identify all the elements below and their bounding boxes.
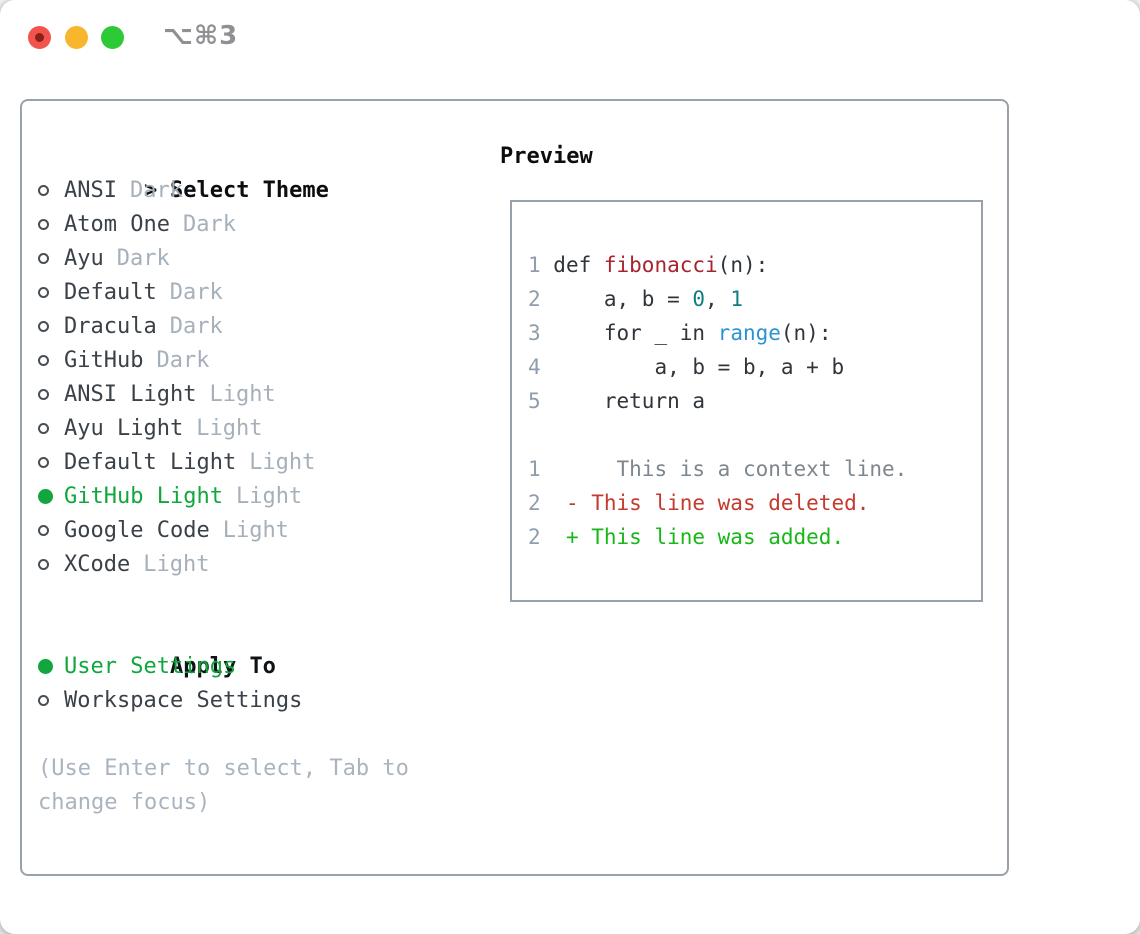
- theme-option-ansi[interactable]: ANSI Dark: [38, 174, 409, 208]
- theme-name: ANSI Light: [64, 382, 197, 407]
- radio-icon: [38, 514, 64, 548]
- hint-line-1: (Use Enter to select, Tab to: [38, 756, 409, 781]
- theme-name: Dracula: [64, 314, 157, 339]
- theme-name: Ayu: [64, 246, 104, 271]
- theme-variant-tag: Light: [222, 518, 289, 543]
- theme-name: ANSI: [64, 178, 117, 203]
- theme-name: Ayu Light: [64, 416, 184, 441]
- close-icon: [35, 33, 44, 42]
- code-block: 1 def fibonacci(n): 2 a, b = 0, 1 3 for _ …: [528, 248, 981, 554]
- theme-option-github-light[interactable]: GitHub Light Light: [38, 480, 409, 514]
- theme-variant-tag: Dark: [116, 246, 170, 271]
- radio-icon: [38, 412, 64, 446]
- radio-icon: [38, 242, 64, 276]
- apply-option-workspace-settings[interactable]: Workspace Settings: [38, 684, 409, 718]
- code-line-3: 3 for _ in range(n):: [528, 321, 832, 345]
- radio-icon: [38, 208, 64, 242]
- close-button[interactable]: [28, 26, 51, 49]
- theme-variant-tag: Light: [209, 382, 276, 407]
- theme-option-xcode[interactable]: XCode Light: [38, 548, 409, 582]
- theme-option-github[interactable]: GitHub Dark: [38, 344, 409, 378]
- select-theme-title: Select Theme: [169, 178, 329, 203]
- radio-icon: [38, 548, 64, 582]
- titlebar: ⌥⌘3: [0, 0, 1140, 76]
- radio-icon: [38, 174, 64, 208]
- diff-line-deleted: 2 - This line was deleted.: [528, 491, 870, 515]
- zoom-button[interactable]: [101, 26, 124, 49]
- theme-variant-tag: Dark: [169, 280, 223, 305]
- theme-variant-tag: Dark: [129, 178, 183, 203]
- spacer: [38, 582, 409, 616]
- preview-title: Preview: [500, 144, 593, 169]
- apply-option-name: Workspace Settings: [64, 688, 303, 713]
- radio-selected-icon: [38, 650, 64, 684]
- radio-icon: [38, 344, 64, 378]
- minimize-button[interactable]: [65, 26, 88, 49]
- preview-box: 1 def fibonacci(n): 2 a, b = 0, 1 3 for _ …: [510, 200, 983, 602]
- diff-line-added: 2 + This line was added.: [528, 525, 845, 549]
- window-title: ⌥⌘3: [163, 21, 239, 51]
- select-theme-header: > Select Theme: [38, 140, 409, 203]
- theme-name: GitHub Light: [64, 484, 223, 509]
- code-line-2: 2 a, b = 0, 1: [528, 287, 743, 311]
- hint-line-2: change focus): [38, 790, 211, 815]
- theme-option-default[interactable]: Default Dark: [38, 276, 409, 310]
- radio-icon: [38, 276, 64, 310]
- theme-variant-tag: Light: [143, 552, 210, 577]
- apply-option-name: User Settings: [64, 654, 237, 679]
- theme-variant-tag: Light: [249, 450, 316, 475]
- theme-name: Default Light: [64, 450, 237, 475]
- theme-option-default-light[interactable]: Default Light Light: [38, 446, 409, 480]
- theme-variant-tag: Dark: [169, 314, 223, 339]
- theme-option-google-code[interactable]: Google Code Light: [38, 514, 409, 548]
- code-line-1: 1 def fibonacci(n):: [528, 253, 769, 277]
- code-line-4: 4 a, b = b, a + b: [528, 355, 845, 379]
- prompt-icon: >: [143, 178, 158, 203]
- theme-variant-tag: Light: [196, 416, 263, 441]
- theme-variant-tag: Dark: [182, 212, 236, 237]
- spacer: [38, 718, 409, 752]
- diff-line-context: 1 This is a context line.: [528, 457, 908, 481]
- apply-to-header: Apply To: [38, 616, 409, 679]
- radio-selected-icon: [38, 480, 64, 514]
- theme-name: Google Code: [64, 518, 210, 543]
- theme-name: Default: [64, 280, 157, 305]
- theme-variant-tag: Dark: [156, 348, 210, 373]
- theme-option-ayu-light[interactable]: Ayu Light Light: [38, 412, 409, 446]
- theme-option-ansi-light[interactable]: ANSI Light Light: [38, 378, 409, 412]
- apply-option-user-settings[interactable]: User Settings: [38, 650, 409, 684]
- blank-line: [528, 418, 981, 452]
- theme-variant-tag: Light: [235, 484, 303, 509]
- code-line-5: 5 return a: [528, 389, 706, 413]
- theme-name: XCode: [64, 552, 131, 577]
- theme-option-atom-one[interactable]: Atom One Dark: [38, 208, 409, 242]
- radio-icon: [38, 310, 64, 344]
- theme-name: Atom One: [64, 212, 170, 237]
- radio-icon: [38, 446, 64, 480]
- hint-text: (Use Enter to select, Tab to change focu…: [38, 752, 409, 820]
- theme-name: GitHub: [64, 348, 144, 373]
- radio-icon: [38, 684, 64, 718]
- radio-icon: [38, 378, 64, 412]
- theme-option-dracula[interactable]: Dracula Dark: [38, 310, 409, 344]
- apply-to-title: Apply To: [169, 654, 276, 679]
- theme-option-ayu[interactable]: Ayu Dark: [38, 242, 409, 276]
